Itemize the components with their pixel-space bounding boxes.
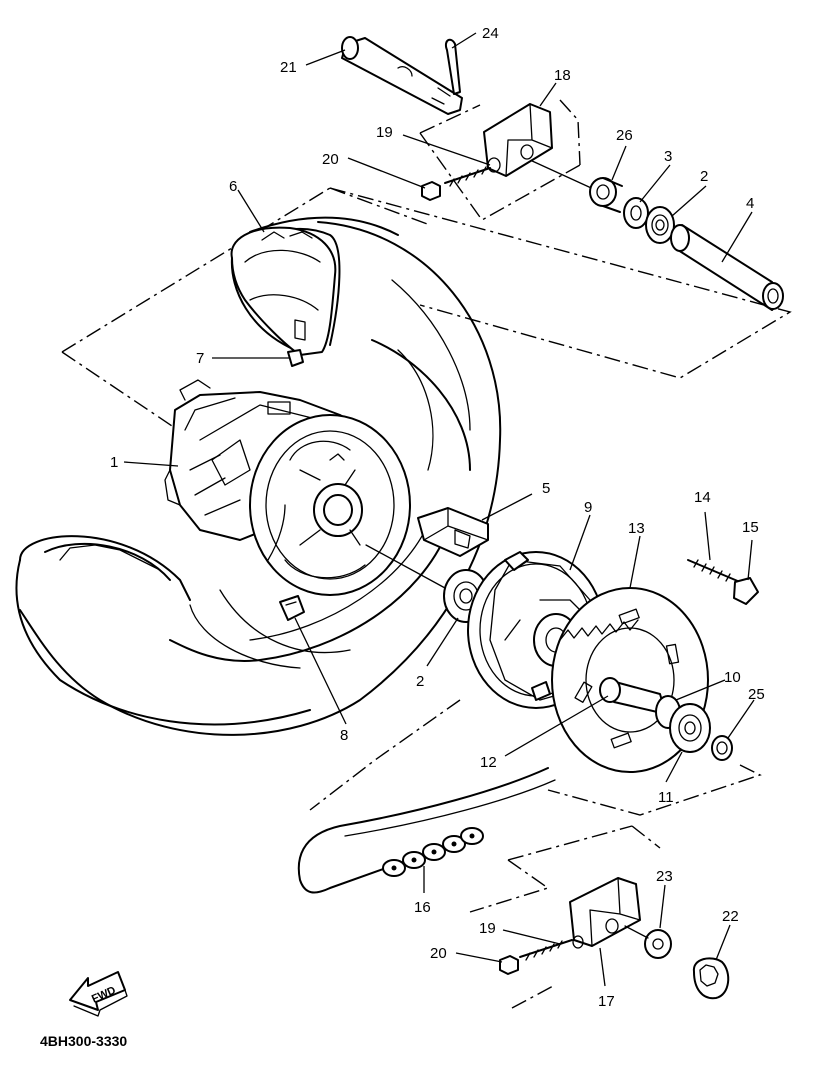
callout-24: 24 xyxy=(482,25,499,42)
callout-11: 11 xyxy=(658,789,674,806)
part-6-damper xyxy=(230,226,337,356)
callout-13: 13 xyxy=(628,520,645,537)
callout-26: 26 xyxy=(616,127,633,144)
rear-tire xyxy=(15,216,502,736)
callout-21: 21 xyxy=(280,59,297,76)
callout-8: 8 xyxy=(340,727,348,744)
callout-1: 1 xyxy=(110,454,118,471)
callout-22: 22 xyxy=(722,908,739,925)
axle-and-cotter-pin xyxy=(341,36,463,115)
assembly-boundary-lines xyxy=(61,99,792,1009)
callout-23: 23 xyxy=(656,868,673,885)
callout-3: 3 xyxy=(664,148,672,165)
callout-19-upper: 19 xyxy=(376,124,393,141)
fwd-arrow: FWD xyxy=(69,971,128,1017)
upper-chain-adjuster xyxy=(421,103,553,201)
callout-4: 4 xyxy=(746,195,754,212)
part-5-bracket xyxy=(417,507,489,557)
callout-5: 5 xyxy=(542,480,550,497)
callout-2-lower: 2 xyxy=(416,673,424,690)
callout-7: 7 xyxy=(196,350,204,367)
callout-2-upper: 2 xyxy=(700,168,708,185)
part-8-clip xyxy=(279,595,305,621)
part-7-plug xyxy=(287,349,304,367)
callout-6: 6 xyxy=(229,178,237,195)
diagram-code: 4BH300-3330 xyxy=(40,1033,127,1049)
callout-14: 14 xyxy=(694,489,711,506)
sprocket-axle-parts xyxy=(599,677,733,761)
brake-drum-hub xyxy=(164,379,411,596)
callout-16: 16 xyxy=(414,899,431,916)
callout-17: 17 xyxy=(598,993,615,1010)
lower-chain-adjuster xyxy=(499,877,730,1000)
callout-20-lower: 20 xyxy=(430,945,447,962)
callout-12: 12 xyxy=(480,754,497,771)
callout-25: 25 xyxy=(748,686,765,703)
callout-18: 18 xyxy=(554,67,571,84)
callout-20-upper: 20 xyxy=(322,151,339,168)
callout-19-lower: 19 xyxy=(479,920,496,937)
callout-10: 10 xyxy=(724,669,741,686)
callout-9: 9 xyxy=(584,499,592,516)
drive-chain xyxy=(297,767,556,894)
rear-axle-stack xyxy=(529,159,784,311)
callout-15: 15 xyxy=(742,519,759,536)
callout-labels: 21 24 18 19 20 26 3 2 4 6 7 1 5 9 13 14 … xyxy=(110,25,765,1010)
leader-lines xyxy=(123,32,755,987)
sprocket-bolt-and-nut xyxy=(687,559,759,605)
